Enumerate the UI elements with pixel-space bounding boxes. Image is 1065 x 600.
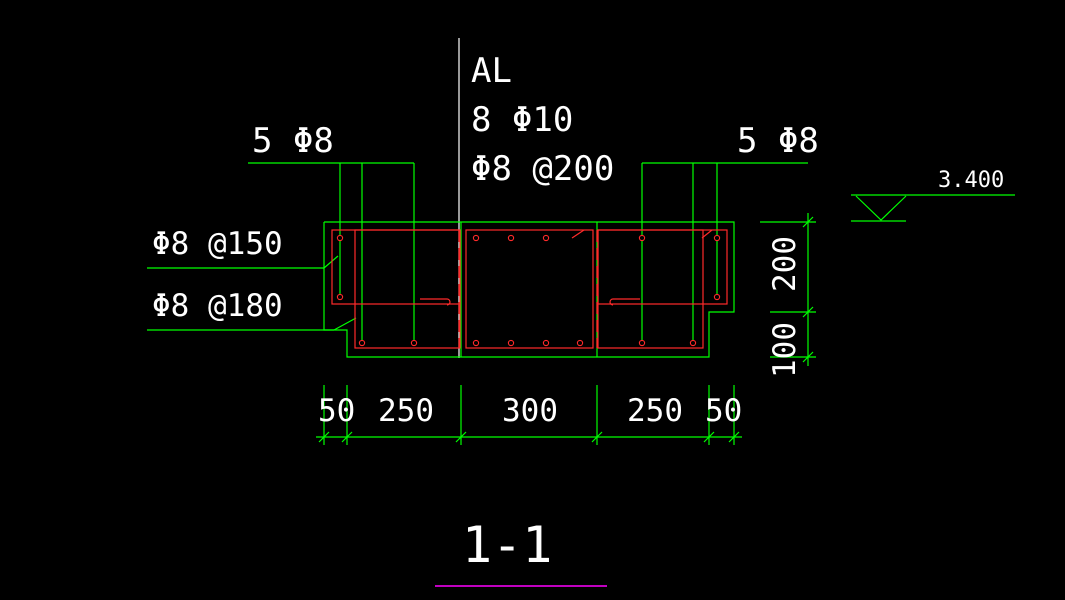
hdim-extensions bbox=[323, 385, 735, 445]
rebar-dot bbox=[507, 234, 515, 242]
vdim-tick-bot bbox=[802, 351, 814, 363]
rebar-dot bbox=[638, 339, 646, 347]
rebar-dot bbox=[358, 339, 366, 347]
hdim-ticks bbox=[318, 431, 740, 443]
stirrup-left-lower bbox=[354, 229, 461, 349]
beam-label: AL bbox=[471, 51, 512, 91]
right-top-rebar-label: 5 Φ8 bbox=[737, 121, 819, 161]
stirrup-upper-label: Φ8 @150 bbox=[152, 226, 283, 262]
vdim-value: 200 bbox=[767, 236, 803, 292]
rebar-dots bbox=[336, 234, 721, 347]
hook-center-top bbox=[571, 229, 585, 239]
rebar-dot bbox=[713, 234, 721, 242]
hook-left bbox=[420, 298, 451, 306]
rebar-dot bbox=[336, 234, 344, 242]
section-title: 1-1 bbox=[462, 516, 552, 574]
hdim-tick bbox=[728, 431, 740, 443]
rebar-dot bbox=[576, 339, 584, 347]
stirrup-right-upper bbox=[597, 229, 728, 305]
elevation-label: 3.400 bbox=[938, 168, 1004, 193]
hdim-tick bbox=[341, 431, 353, 443]
hook-right bbox=[609, 298, 640, 306]
left-top-rebar-label: 5 Φ8 bbox=[252, 121, 334, 161]
stirrup-left-upper bbox=[331, 229, 461, 305]
hdim-tick bbox=[455, 431, 467, 443]
rebar-dot bbox=[336, 293, 344, 301]
main-rebar-label: 8 Φ10 bbox=[471, 100, 573, 140]
hdim-value: 300 bbox=[502, 393, 558, 429]
rebar-dot bbox=[542, 339, 550, 347]
hdim-tick bbox=[591, 431, 603, 443]
hdim-tick bbox=[318, 431, 330, 443]
stirrup-center bbox=[465, 229, 594, 349]
hdim-value: 250 bbox=[378, 393, 434, 429]
vdim-tick-top bbox=[802, 216, 814, 228]
hdim-value: 50 bbox=[705, 393, 742, 429]
stirrup-label: Φ8 @200 bbox=[471, 149, 614, 189]
elevation-triangle bbox=[855, 195, 907, 221]
stirrup-lower-label: Φ8 @180 bbox=[152, 288, 283, 324]
rebar-dot bbox=[472, 339, 480, 347]
rebar-dot bbox=[638, 234, 646, 242]
hook-right-top bbox=[701, 229, 713, 239]
rebar-dot bbox=[689, 339, 697, 347]
rebar-dot bbox=[410, 339, 418, 347]
hdim-value: 250 bbox=[627, 393, 683, 429]
rebar-dot bbox=[507, 339, 515, 347]
rebar-dot bbox=[542, 234, 550, 242]
concrete-outline bbox=[323, 221, 735, 358]
stirrup-right-lower bbox=[597, 229, 704, 349]
leader-stirrup-lower-tick bbox=[333, 317, 357, 331]
hdim-value: 50 bbox=[318, 393, 355, 429]
hdim-tick bbox=[703, 431, 715, 443]
rebar-dot bbox=[472, 234, 480, 242]
vdim-tick-mid bbox=[802, 306, 814, 318]
rebar-dot bbox=[713, 293, 721, 301]
vdim-value: 100 bbox=[767, 322, 803, 378]
leader-stirrup-upper-tick bbox=[323, 255, 339, 269]
